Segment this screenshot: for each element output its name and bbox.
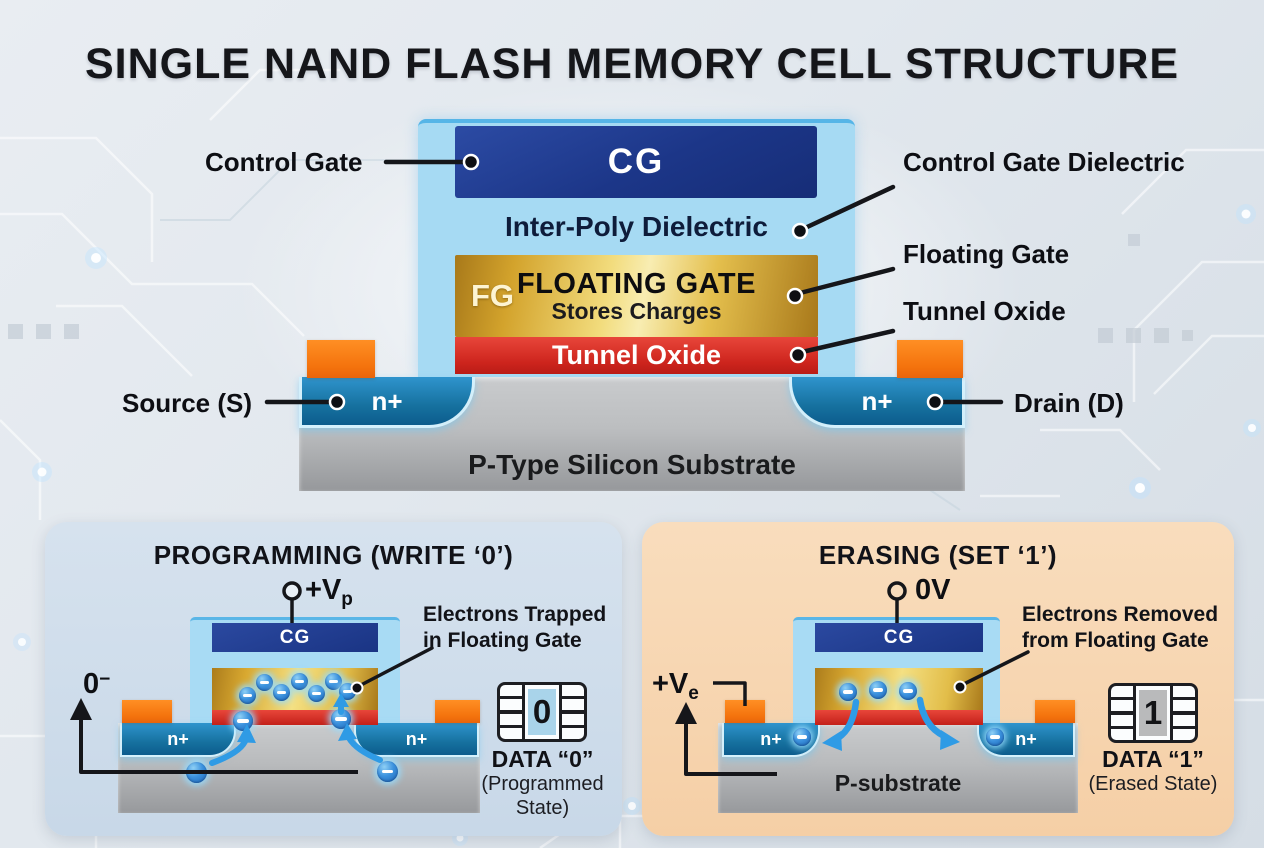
inter-poly-dielectric-label: Inter-Poly Dielectric — [505, 211, 768, 242]
electron-icon — [325, 673, 342, 690]
callout-label-drain: Drain (D) — [1014, 388, 1124, 418]
programming-annotation: Electrons Trapped in Floating Gate — [423, 603, 607, 652]
control-gate-box-label: CG — [607, 142, 665, 181]
erased-state-label: (Erased State) — [1088, 773, 1218, 795]
programmed-state-label: (Programmed State) — [481, 773, 604, 819]
memory-chip-icon: 0 — [497, 682, 587, 742]
mini-control-gate-box: CG — [212, 623, 378, 652]
floating-gate-subtitle: Stores Charges — [551, 298, 722, 325]
n-plus-label: n+ — [861, 385, 893, 416]
chip-digit: 0 — [527, 689, 557, 735]
electron-icon — [899, 682, 917, 700]
substrate-label: P-Type Silicon Substrate — [468, 449, 796, 480]
electron-icon — [273, 684, 290, 701]
electron-icon — [186, 762, 207, 783]
electron-icon — [839, 683, 857, 701]
tunnel-oxide-box: Tunnel Oxide — [455, 337, 818, 374]
electron-icon — [291, 673, 308, 690]
bulk-terminal-label: 0− — [83, 668, 111, 700]
mini-tunnel-oxide-box — [815, 710, 983, 725]
data-zero-label: DATA “0” — [491, 746, 594, 772]
mini-source-contact — [725, 700, 765, 723]
floating-gate-title: FLOATING GATE — [516, 267, 756, 300]
electron-icon — [239, 687, 256, 704]
control-gate-box: CG — [455, 126, 817, 198]
mini-source-contact — [122, 700, 172, 723]
electron-icon — [377, 761, 398, 782]
program-voltage-label: +Vp — [305, 574, 353, 610]
callout-label-source: Source (S) — [122, 388, 253, 418]
electron-icon — [256, 674, 273, 691]
tunnel-oxide-box-label: Tunnel Oxide — [551, 340, 721, 370]
floating-gate-short-label: FG — [471, 278, 515, 313]
electron-icon — [793, 728, 811, 746]
callout-label-control-gate: Control Gate — [205, 147, 363, 177]
memory-chip-icon: 1 — [1108, 683, 1198, 743]
p-substrate-label: P-substrate — [834, 770, 962, 796]
source-n-plus-region: n+ — [299, 377, 475, 428]
erasing-annotation: Electrons Removed from Floating Gate — [1022, 603, 1219, 652]
mini-drain-contact — [1035, 700, 1075, 723]
callout-label-tunnel-oxide: Tunnel Oxide — [903, 296, 1066, 326]
source-contact — [307, 340, 375, 378]
mini-source-n-plus: n+ — [120, 723, 236, 757]
electron-icon — [339, 683, 356, 700]
drain-contact — [897, 340, 963, 378]
chip-digit: 1 — [1138, 690, 1168, 736]
callout-label-control-gate-dielectric: Control Gate Dielectric — [903, 147, 1185, 177]
page-title: SINGLE NAND FLASH MEMORY CELL STRUCTURE — [84, 40, 1180, 88]
electron-icon — [308, 685, 325, 702]
callout-label-floating-gate: Floating Gate — [903, 239, 1070, 269]
n-plus-label: n+ — [371, 385, 403, 416]
mini-control-gate-box: CG — [815, 623, 983, 652]
electron-icon — [986, 728, 1004, 746]
erasing-panel: ERASING (SET ‘1’) 0V +Ve P-substrate n+ … — [642, 522, 1234, 836]
mini-drain-n-plus: n+ — [354, 723, 479, 757]
floating-gate-box: FG FLOATING GATE Stores Charges — [455, 255, 818, 337]
electron-icon — [869, 681, 887, 699]
electron-icon — [331, 709, 351, 729]
erase-top-voltage-label: 0V — [915, 574, 951, 606]
erase-voltage-label: +Ve — [652, 668, 699, 704]
data-one-label: DATA “1” — [1102, 746, 1204, 772]
electron-icon — [233, 711, 253, 731]
erasing-panel-title: ERASING (SET ‘1’) — [818, 540, 1058, 570]
mini-drain-contact — [435, 700, 480, 723]
drain-n-plus-region: n+ — [789, 377, 965, 428]
programming-panel: PROGRAMMING (WRITE ‘0’) +Vp 0− n+ n+ CG … — [45, 522, 622, 836]
programming-panel-title: PROGRAMMING (WRITE ‘0’) — [153, 540, 514, 570]
